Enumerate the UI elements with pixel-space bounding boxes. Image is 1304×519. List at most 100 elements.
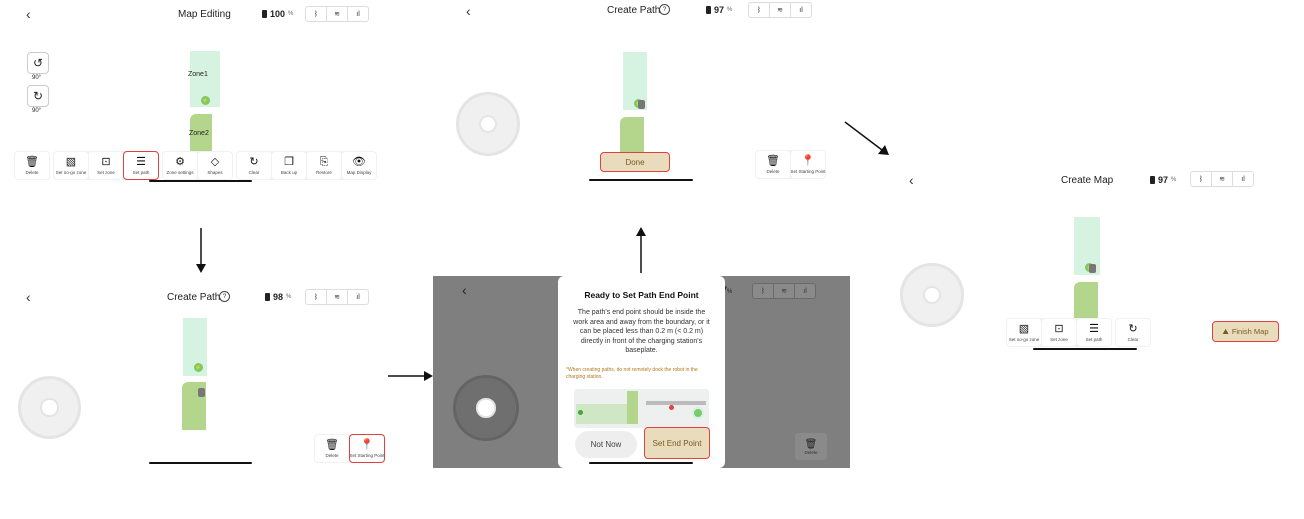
bluetooth-icon: ᛒ [753,284,774,298]
pin-icon: 📍 [360,439,374,451]
zone2-label: Zone2 [189,130,209,137]
set-zone-button[interactable]: ⊡Set zone [1042,319,1076,346]
back-button[interactable]: ‹ [466,3,471,19]
path-icon: ☰ [136,156,146,168]
restore-button[interactable]: ⎘Restore [307,152,341,179]
battery-indicator: 97% [1150,175,1176,185]
zone-settings-button[interactable]: ⚙Zone settings [163,152,197,179]
clear-icon: ↻ [249,156,259,168]
rotate-ccw-icon: ↺ [32,56,44,70]
wifi-icon: ≋ [770,3,791,17]
back-button[interactable]: ‹ [462,282,467,298]
dialog-body: The path's end point should be inside th… [573,309,710,354]
charging-station-marker: ⚡ [201,96,210,105]
joystick[interactable] [456,92,520,156]
signal-icon: ıl [803,287,807,295]
rotate-cw-icon: ↻ [32,89,44,103]
home-indicator [149,462,252,464]
page-title: Create Path [167,292,221,303]
clear-button[interactable]: ↻Clear [1116,319,1150,346]
shapes-button[interactable]: ◇Shapes [198,152,232,179]
set-path-button[interactable]: ☰Set path [1077,319,1111,346]
set-zone-icon: ⊡ [101,156,111,168]
not-now-button[interactable]: Not Now [575,431,637,458]
trash-icon: 🗑 [325,439,339,451]
page-title: Create Map [1061,175,1114,186]
back-up-button[interactable]: ❐Back up [272,152,306,179]
set-starting-point-button[interactable]: 📍Set Starting Point [349,434,385,463]
end-point-pin-icon [669,405,674,410]
clear-icon: ↻ [1128,323,1138,335]
rotate-cw-button[interactable]: ↻ [27,85,49,107]
path-toolbar: 🗑Delete 📍Set Starting Point [755,150,826,179]
illustration [574,389,709,428]
joystick[interactable] [453,375,519,441]
zone-settings-icon: ⚙ [175,156,185,168]
robot-marker [1089,264,1096,273]
zone2-area[interactable] [620,117,644,155]
back-button[interactable]: ‹ [909,172,914,188]
charging-station-icon [692,407,704,419]
clear-button[interactable]: ↻Clear [237,152,271,179]
dialog-title: Ready to Set Path End Point [584,290,699,300]
back-button[interactable]: ‹ [26,289,31,305]
pin-icon: 📍 [801,155,815,167]
no-go-zone-icon: ▧ [1018,323,1030,335]
delete-button[interactable]: 🗑 Delete [795,433,827,460]
status-bar: ᛒ ≋ ıl [305,6,369,22]
illustration-lawn-left [576,404,636,424]
status-bar: ᛒ ≋ ıl [305,289,369,305]
done-button[interactable]: Done [600,152,670,172]
signal-icon: ıl [1241,175,1245,183]
map-display-button[interactable]: 👁Map Display [342,152,376,179]
set-end-point-button[interactable]: Set End Point [644,427,710,459]
home-indicator [589,462,693,464]
signal-icon: ıl [799,6,803,14]
flow-arrow-down [196,228,206,273]
help-icon[interactable]: ? [659,4,670,15]
battery-indicator: 98% [265,292,291,302]
joystick[interactable] [900,263,964,327]
set-starting-point-button[interactable]: 📍Set Starting Point [790,151,826,178]
zone2-area[interactable] [1074,282,1098,320]
delete-button[interactable]: 🗑Delete [15,152,49,179]
signal-icon: ıl [356,10,360,18]
set-zone-button[interactable]: ⊡Set zone [89,152,123,179]
battery-indicator: 100% [262,9,293,19]
set-no-go-zone-button[interactable]: ▧Set no-go zone [54,152,88,179]
rotate-ccw-label: 90° [32,75,42,81]
no-go-zone-icon: ▧ [65,156,77,168]
set-zone-icon: ⊡ [1054,323,1064,335]
bluetooth-icon: ᛒ [749,3,770,17]
edit-toolbar: 🗑Delete ▧Set no-go zone ⊡Set zone ☰Set p… [14,151,377,180]
battery-icon [1150,176,1155,184]
help-icon[interactable]: ? [219,291,230,302]
delete-button[interactable]: 🗑Delete [756,151,790,178]
set-no-go-zone-button[interactable]: ▧Set no-go zone [1007,319,1041,346]
eye-icon: 👁 [352,156,366,168]
path-toolbar: 🗑Delete 📍Set Starting Point [314,434,385,463]
battery-icon [706,6,711,14]
status-bar: ᛒ ≋ ıl [752,283,816,299]
zone2-area[interactable] [190,114,212,151]
restore-icon: ⎘ [319,156,329,168]
home-indicator [1033,348,1137,350]
flow-arrow-diagonal [844,121,889,155]
back-up-icon: ❐ [284,156,294,168]
set-path-button[interactable]: ☰Set path [123,151,159,180]
joystick[interactable] [18,376,81,439]
rotate-ccw-button[interactable]: ↺ [27,52,49,74]
start-point-pin-icon [578,410,583,415]
rotate-cw-label: 90° [32,108,42,114]
finish-map-button[interactable]: ⛰Finish Map [1212,321,1279,342]
illustration-path [646,401,706,405]
battery-icon [265,293,270,301]
delete-button[interactable]: 🗑Delete [315,435,349,462]
screen-set-end-point-dialog: ‹ 97% ᛒ ≋ ıl 🗑 Delete Ready to Set Path … [433,276,850,468]
flow-arrow-right [388,371,433,381]
flow-arrow-up [636,227,646,273]
back-button[interactable]: ‹ [26,6,31,22]
page-title: Create Path [607,5,661,16]
dialog: Ready to Set Path End Point The path's e… [558,276,725,468]
bluetooth-icon: ᛒ [1191,172,1212,186]
